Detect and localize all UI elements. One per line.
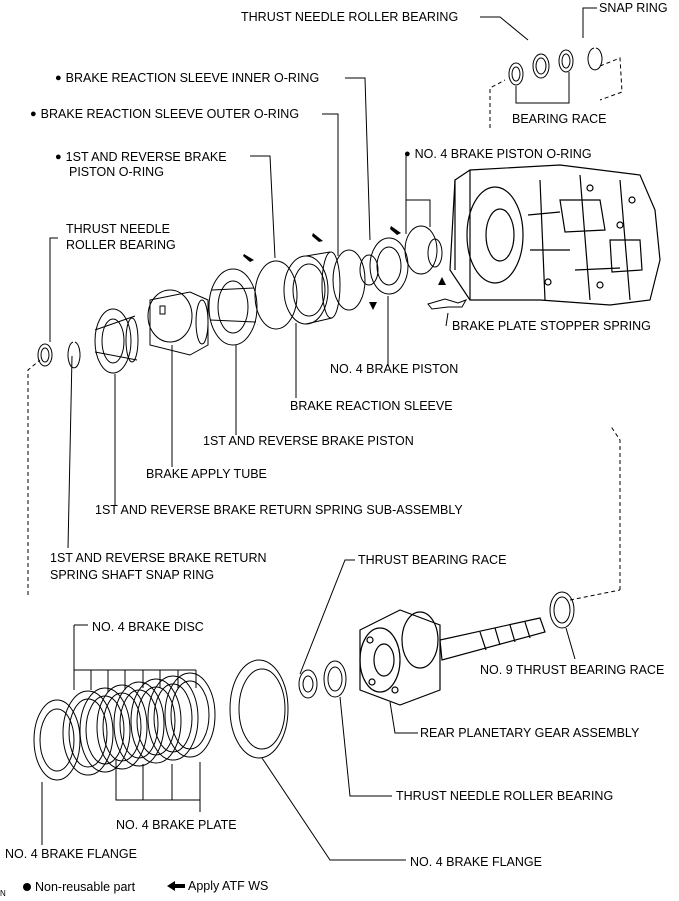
label-no4-disc: NO. 4 BRAKE DISC — [92, 620, 204, 634]
label-thrust-needle-bottom: THRUST NEEDLE ROLLER BEARING — [396, 789, 614, 803]
label-thrust-needle-left-line2: ROLLER BEARING — [66, 238, 176, 252]
dashed-bracket-top — [489, 57, 623, 128]
disc-bracket — [73, 624, 197, 692]
no4-brake-flange-right — [229, 659, 289, 759]
label-no4-flange-left: NO. 4 BRAKE FLANGE — [5, 847, 137, 861]
no9-thrust-bearing-race — [549, 591, 575, 629]
label-no4-plate: NO. 4 BRAKE PLATE — [116, 818, 237, 832]
label-thrust-bearing-race: THRUST BEARING RACE — [358, 553, 507, 567]
label-no4-piston-oring: NO. 4 BRAKE PISTON O-RING — [404, 147, 592, 163]
label-snap-ring-shaft-line1: 1ST AND REVERSE BRAKE RETURN — [50, 551, 267, 565]
leader-lines — [41, 7, 597, 861]
rear-planetary-gear-assembly — [359, 609, 546, 706]
brake-reaction-sleeve — [283, 251, 341, 325]
outer-oring — [332, 249, 366, 311]
label-thrust-needle-left-line1: THRUST NEEDLE — [66, 222, 170, 236]
snap-ring-top — [587, 47, 603, 71]
legend-dot-icon — [23, 883, 31, 891]
corner-mark: N — [0, 889, 6, 898]
label-thrust-needle-top: THRUST NEEDLE ROLLER BEARING — [241, 10, 459, 24]
label-no4-piston: NO. 4 BRAKE PISTON — [330, 362, 459, 376]
legend-arrow-icon — [167, 881, 185, 891]
label-rear-planetary: REAR PLANETARY GEAR ASSEMBLY — [420, 726, 640, 740]
label-outer-oring: BRAKE REACTION SLEEVE OUTER O-RING — [30, 107, 299, 123]
label-rev-piston-oring-line1: 1ST AND REVERSE BRAKE — [55, 150, 227, 166]
label-bearing-race: BEARING RACE — [512, 112, 607, 126]
no4-piston-oring-large — [404, 225, 438, 275]
thrust-needle-left — [37, 343, 53, 367]
label-stopper-spring: BRAKE PLATE STOPPER SPRING — [452, 319, 651, 333]
label-snap-ring: SNAP RING — [599, 1, 668, 15]
label-inner-oring: BRAKE REACTION SLEEVE INNER O-RING — [55, 71, 320, 87]
label-no4-flange-right: NO. 4 BRAKE FLANGE — [410, 855, 542, 869]
brake-apply-tube — [147, 289, 209, 356]
brake-disc-stack — [62, 672, 216, 776]
transmission-case — [449, 164, 661, 306]
dashed-bracket-left — [27, 359, 621, 601]
thrust-needle-bearing-top — [532, 53, 550, 79]
thrust-bearing-race-bottom — [298, 669, 318, 699]
label-reaction-sleeve: BRAKE REACTION SLEEVE — [290, 399, 453, 413]
plate-bracket — [115, 760, 201, 812]
label-apply-tube: BRAKE APPLY TUBE — [146, 467, 267, 481]
no4-piston-oring-small — [427, 238, 443, 268]
bearing-race-right — [558, 49, 574, 73]
thrust-needle-bottom — [323, 660, 347, 698]
no4-brake-flange-left — [33, 699, 81, 781]
bearing-race-left — [508, 62, 524, 86]
label-no9-race: NO. 9 THRUST BEARING RACE — [480, 663, 665, 677]
label-rev-piston-oring-line2: PISTON O-RING — [69, 165, 164, 179]
label-return-spring: 1ST AND REVERSE BRAKE RETURN SPRING SUB-… — [95, 503, 463, 517]
label-snap-ring-shaft-line2: SPRING SHAFT SNAP RING — [50, 568, 215, 582]
inner-oring — [359, 254, 379, 286]
legend-apply-atf: Apply ATF WS — [188, 879, 269, 893]
atf-arrow-1 — [243, 226, 446, 310]
return-spring-assembly — [94, 308, 139, 374]
label-rev-brake-piston: 1ST AND REVERSE BRAKE PISTON — [203, 434, 414, 448]
legend-nonreusable: Non-reusable part — [35, 880, 136, 894]
snap-ring-shaft — [67, 341, 81, 369]
bearing-race-bracket — [515, 72, 570, 104]
rev-brake-piston — [208, 268, 258, 346]
rev-brake-piston-oring — [254, 260, 298, 330]
no4-brake-piston — [369, 237, 409, 295]
brake-plate-stopper-spring — [427, 298, 468, 310]
